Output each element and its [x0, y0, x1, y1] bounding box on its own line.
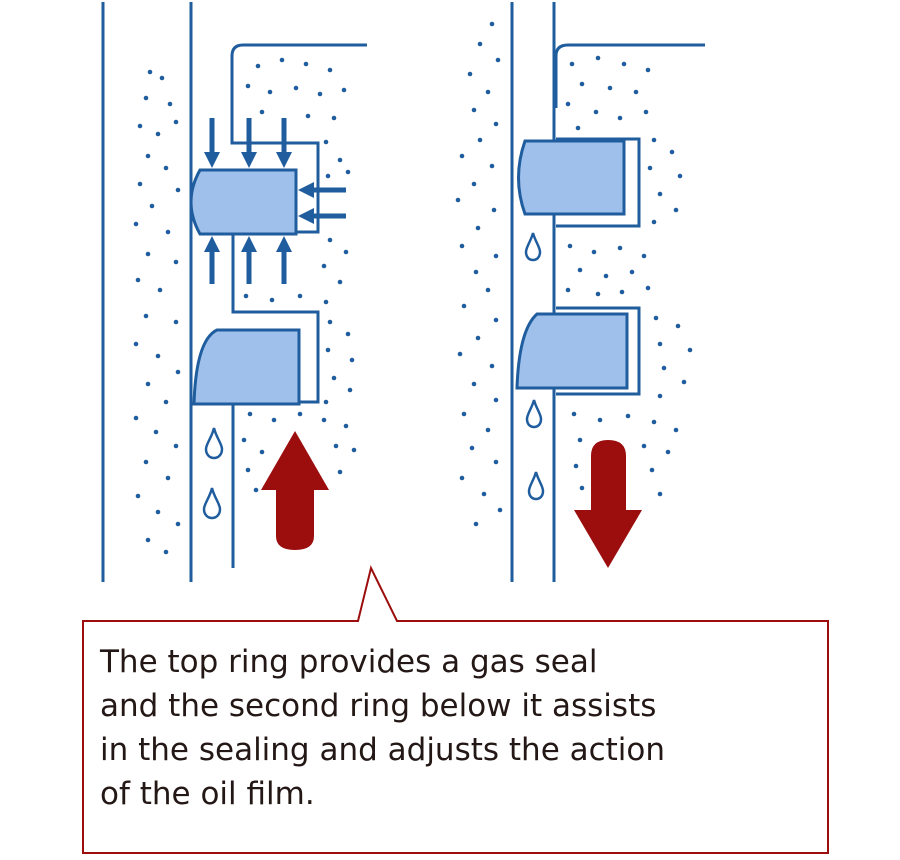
caption-text: The top ring provides a gas seal and the… — [100, 640, 820, 816]
caption-line: The top ring provides a gas seal — [100, 644, 598, 680]
right-panel — [455, 2, 705, 582]
piston-profile — [554, 43, 705, 108]
oil-droplet-icon — [204, 427, 224, 460]
oil-droplet-icon — [524, 232, 542, 262]
second-ring-icon — [192, 328, 301, 406]
caption-line: and the second ring below it assists — [100, 688, 657, 724]
motion-arrow-down-icon — [574, 440, 642, 568]
left-panel — [101, 2, 367, 582]
top-ring-icon — [189, 168, 298, 236]
piston-groove-top — [556, 137, 641, 228]
motion-arrow-up-icon — [261, 431, 329, 550]
oil-droplet-icon — [202, 487, 222, 520]
piston-groove-second — [556, 306, 641, 396]
caption-line: of the oil film. — [100, 776, 315, 812]
oil-droplet-icon — [525, 399, 543, 429]
top-ring-icon — [517, 139, 626, 216]
second-ring-icon — [515, 312, 629, 390]
piston-profile — [230, 43, 367, 568]
oil-droplet-icon — [527, 471, 545, 501]
caption-line: in the sealing and adjusts the action — [100, 732, 666, 768]
oil-dots — [133, 57, 357, 555]
oil-dots — [455, 21, 693, 527]
gas-pressure-arrows — [203, 118, 346, 284]
callout-box — [82, 565, 829, 854]
